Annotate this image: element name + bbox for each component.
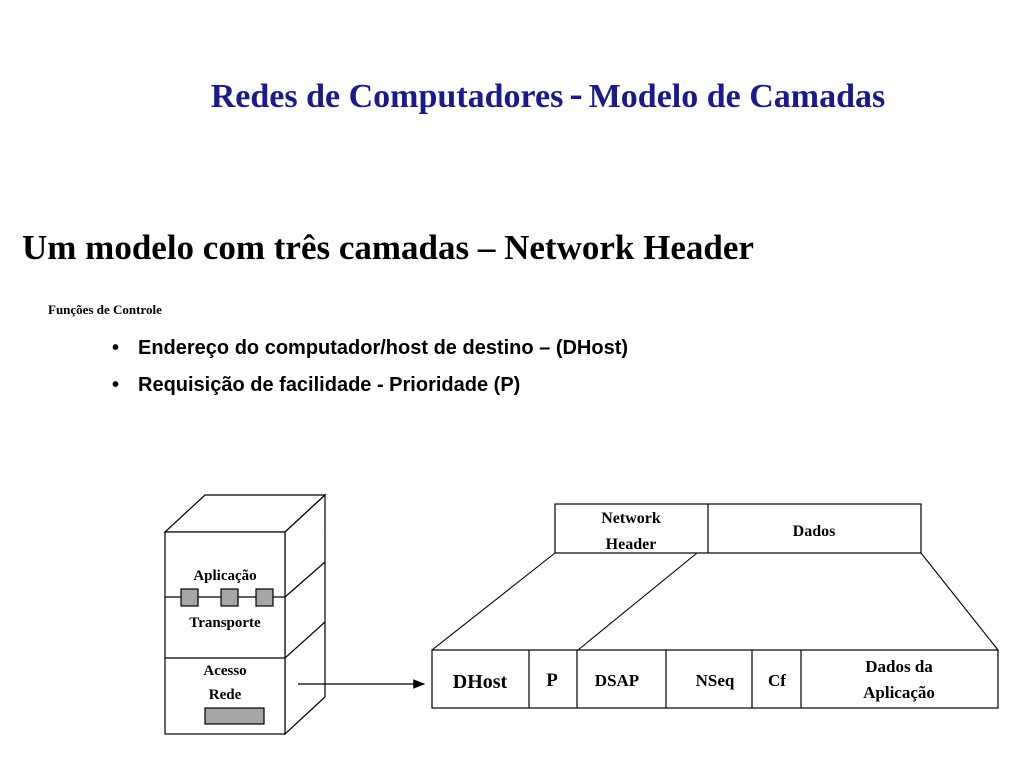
control-functions-label: Funções de Controle [48, 302, 162, 317]
layer-stack [163, 493, 327, 736]
bullet-text: Requisição de facilidade - Prioridade (P… [138, 374, 521, 396]
header-fields [431, 649, 999, 709]
bullet-dot-icon: • [112, 337, 120, 359]
expansion-line [577, 552, 698, 651]
field-nseq: NSeq [696, 671, 735, 690]
bullet-text: Endereço do computador/host de destino –… [138, 337, 629, 359]
expansion-line [431, 552, 556, 651]
layer-app-label: Aplicação [193, 568, 256, 584]
packet-box [554, 503, 922, 554]
page-title: Redes de Computadores-Modelo de Camadas [0, 70, 1024, 117]
slide-subtitle: Um modelo com três camadas – Network Hea… [22, 228, 754, 267]
packet-header-label: Network [601, 510, 661, 527]
title-right: Modelo de Camadas [588, 78, 886, 115]
packet [554, 503, 922, 554]
bullet-dot-icon: • [112, 374, 120, 396]
expansion-lines [431, 552, 999, 651]
layer-access-label: Acesso [203, 663, 246, 679]
packet-data-label: Dados [793, 523, 836, 540]
network-interface-icon [204, 707, 265, 725]
expansion-line [920, 552, 999, 651]
stack-front-face [164, 531, 286, 735]
layer-transport-label: Transporte [189, 615, 261, 631]
stack-side-divider [284, 621, 326, 659]
field-dsap: DSAP [595, 671, 639, 690]
header-fields-box [431, 649, 999, 709]
port-icon [220, 588, 239, 607]
packet-header-label: Header [606, 536, 657, 553]
field-cf: Cf [768, 671, 786, 690]
port-icon [180, 588, 199, 607]
field-dhost: DHost [453, 671, 508, 693]
title-dash: - [569, 71, 583, 116]
layer-access-label: Rede [209, 687, 242, 703]
stack-side-face [284, 493, 326, 736]
field-app-data: Aplicação [863, 683, 935, 702]
bullet-item: • Endereço do computador/host de destino … [112, 337, 628, 360]
title-left: Redes de Computadores [210, 78, 564, 115]
bullet-item: • Requisição de facilidade - Prioridade (… [112, 374, 520, 397]
stack-side-divider [284, 561, 326, 598]
field-p: P [546, 670, 558, 691]
field-app-data: Dados da [865, 657, 933, 676]
port-icon [255, 588, 274, 607]
